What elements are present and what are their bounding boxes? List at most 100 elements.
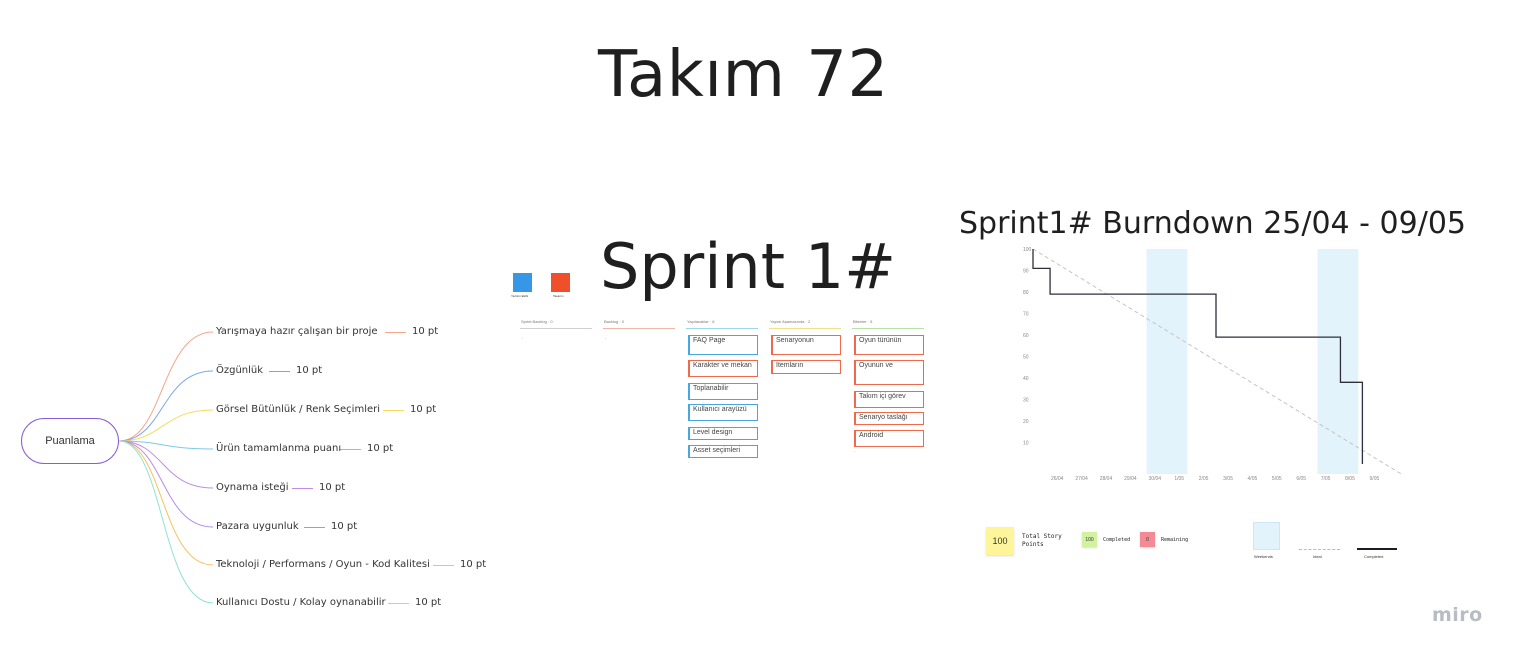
mindmap-branch-label[interactable]: Oynama isteği [216,482,289,493]
kanban-column-header: Backlog · 0 [604,319,625,324]
mindmap-branch-label[interactable]: Kullanıcı Dostu / Kolay oynanabilir [216,597,386,608]
y-tick-label: 90 [1023,269,1029,275]
x-tick-label: 9/05 [1370,476,1380,482]
mindmap-branch-label[interactable]: Pazara uygunluk [216,521,299,532]
completed-line-swatch [1357,548,1397,550]
mindmap-connectors [118,331,454,604]
miro-logo: miro [1432,604,1483,626]
y-tick-label: 30 [1023,398,1029,404]
mindmap-branch-label[interactable]: Teknoloji / Performans / Oyun - Kod Kali… [216,559,430,570]
completed-line [1032,249,1364,464]
completed-label: Completed [1103,537,1131,543]
mindmap-connector [118,370,214,442]
kanban-card[interactable]: İtemların [771,360,841,374]
total-points-label: Total Story Points [1022,533,1062,548]
mindmap-branch-points[interactable]: 10 pt [296,365,323,376]
kanban-card[interactable]: FAQ Page [688,335,758,355]
total-points-sticky[interactable]: 100 [986,527,1014,555]
ideal-label: Ideal [1313,554,1322,559]
kanban-add-card[interactable]: · [771,376,773,382]
burndown-title: Sprint1# Burndown 25/04 - 09/05 [959,206,1466,241]
y-tick-label: 20 [1023,419,1029,425]
mindmap-branch-label[interactable]: Özgünlük [216,365,264,376]
x-tick-label: 2/05 [1199,476,1209,482]
kanban-card[interactable]: Karakter ve mekan [688,360,758,377]
ideal-line [1032,248,1402,475]
y-tick-label: 40 [1023,376,1029,382]
board-title: Takım 72 [598,38,889,112]
mindmap-connector [118,440,214,604]
remaining-sticky[interactable]: 0 [1140,532,1155,547]
kanban-column-header: Bitenler · 5 [853,319,873,324]
mindmap-branch-points[interactable]: 10 pt [460,559,487,570]
y-tick-label: 60 [1023,333,1029,339]
mindmap-branch-label[interactable]: Ürün tamamlanma puanı [216,443,342,454]
x-tick-label: 27/04 [1075,476,1088,482]
kanban-card[interactable]: Kullanıcı arayüzü [688,404,758,421]
kanban-column-divider [520,328,592,329]
mindmap-branch-points[interactable]: 10 pt [367,443,394,454]
mindmap-branch-points[interactable]: 10 pt [319,482,346,493]
mindmap-branch-points[interactable]: 10 pt [412,326,439,337]
y-tick-label: 50 [1023,355,1029,361]
kanban-column-header: Yapım Aşamasında · 2 [770,319,811,324]
weekend-band [1317,249,1359,474]
kanban-card[interactable]: Oyunun ve [854,360,924,385]
mindmap-connector [118,409,214,442]
sprint-title: Sprint 1# [600,230,897,303]
kanban-add-card[interactable]: · [605,336,607,342]
kanban-card[interactable]: Toplanabilir [688,383,758,400]
mindmap-connector [118,440,214,566]
mindmap-connector [118,440,214,489]
kanban-column-divider [769,328,841,329]
kanban-add-card[interactable]: · [854,449,856,455]
kanban-card[interactable]: Oyun türünün [854,335,924,355]
legend-swatch-software [513,273,532,292]
x-tick-label: 30/04 [1149,476,1162,482]
kanban-card[interactable]: Asset seçimleri [688,445,758,458]
legend-label-design: Tasarım [553,294,564,298]
kanban-column-divider [686,328,758,329]
remaining-label: Remaining [1161,537,1189,543]
x-tick-label: 29/04 [1124,476,1137,482]
legend-label-software: Yazılım Ekibi [511,294,529,298]
kanban-column-header: Yapılacaklar · 6 [687,319,715,324]
mindmap-branch-label[interactable]: Yarışmaya hazır çalışan bir proje [216,326,378,337]
kanban-column-divider [603,328,675,329]
kanban-add-card[interactable]: · [522,336,524,342]
x-tick-label: 5/05 [1272,476,1282,482]
mindmap-connector [118,331,214,442]
x-tick-label: 6/05 [1296,476,1306,482]
x-tick-label: 26/04 [1051,476,1064,482]
y-tick-label: 100 [1023,247,1032,253]
completed-sticky[interactable]: 100 [1082,532,1097,547]
kanban-card[interactable]: Senaryo taslağı [854,412,924,425]
x-tick-label: 28/04 [1100,476,1113,482]
mindmap-root-node[interactable]: Puanlama [21,418,119,464]
x-tick-label: 8/05 [1345,476,1355,482]
mindmap-connector [118,440,214,528]
mindmap-branch-points[interactable]: 10 pt [415,597,442,608]
weekend-band [1146,249,1188,474]
mindmap-connector [118,440,214,450]
legend-swatch-design [551,273,570,292]
ideal-line-swatch [1299,549,1340,550]
mindmap-branch-label[interactable]: Görsel Bütünlük / Renk Seçimleri [216,404,381,415]
kanban-add-card[interactable]: · [688,460,690,466]
x-tick-label: 1/05 [1174,476,1184,482]
kanban-card[interactable]: Android [854,430,924,447]
x-tick-label: 3/05 [1223,476,1233,482]
kanban-column-divider [852,328,924,329]
y-tick-label: 80 [1023,290,1029,296]
x-tick-label: 4/05 [1248,476,1258,482]
mindmap-branch-points[interactable]: 10 pt [331,521,358,532]
kanban-card[interactable]: Takım içi görev [854,391,924,408]
y-tick-label: 70 [1023,312,1029,318]
weekends-label: Weekends [1254,554,1273,559]
x-tick-label: 7/05 [1321,476,1331,482]
kanban-card[interactable]: Level design [688,427,758,440]
completed-line-label: Completed [1364,554,1384,559]
mindmap-branch-points[interactable]: 10 pt [410,404,437,415]
kanban-card[interactable]: Senaryonun [771,335,841,355]
